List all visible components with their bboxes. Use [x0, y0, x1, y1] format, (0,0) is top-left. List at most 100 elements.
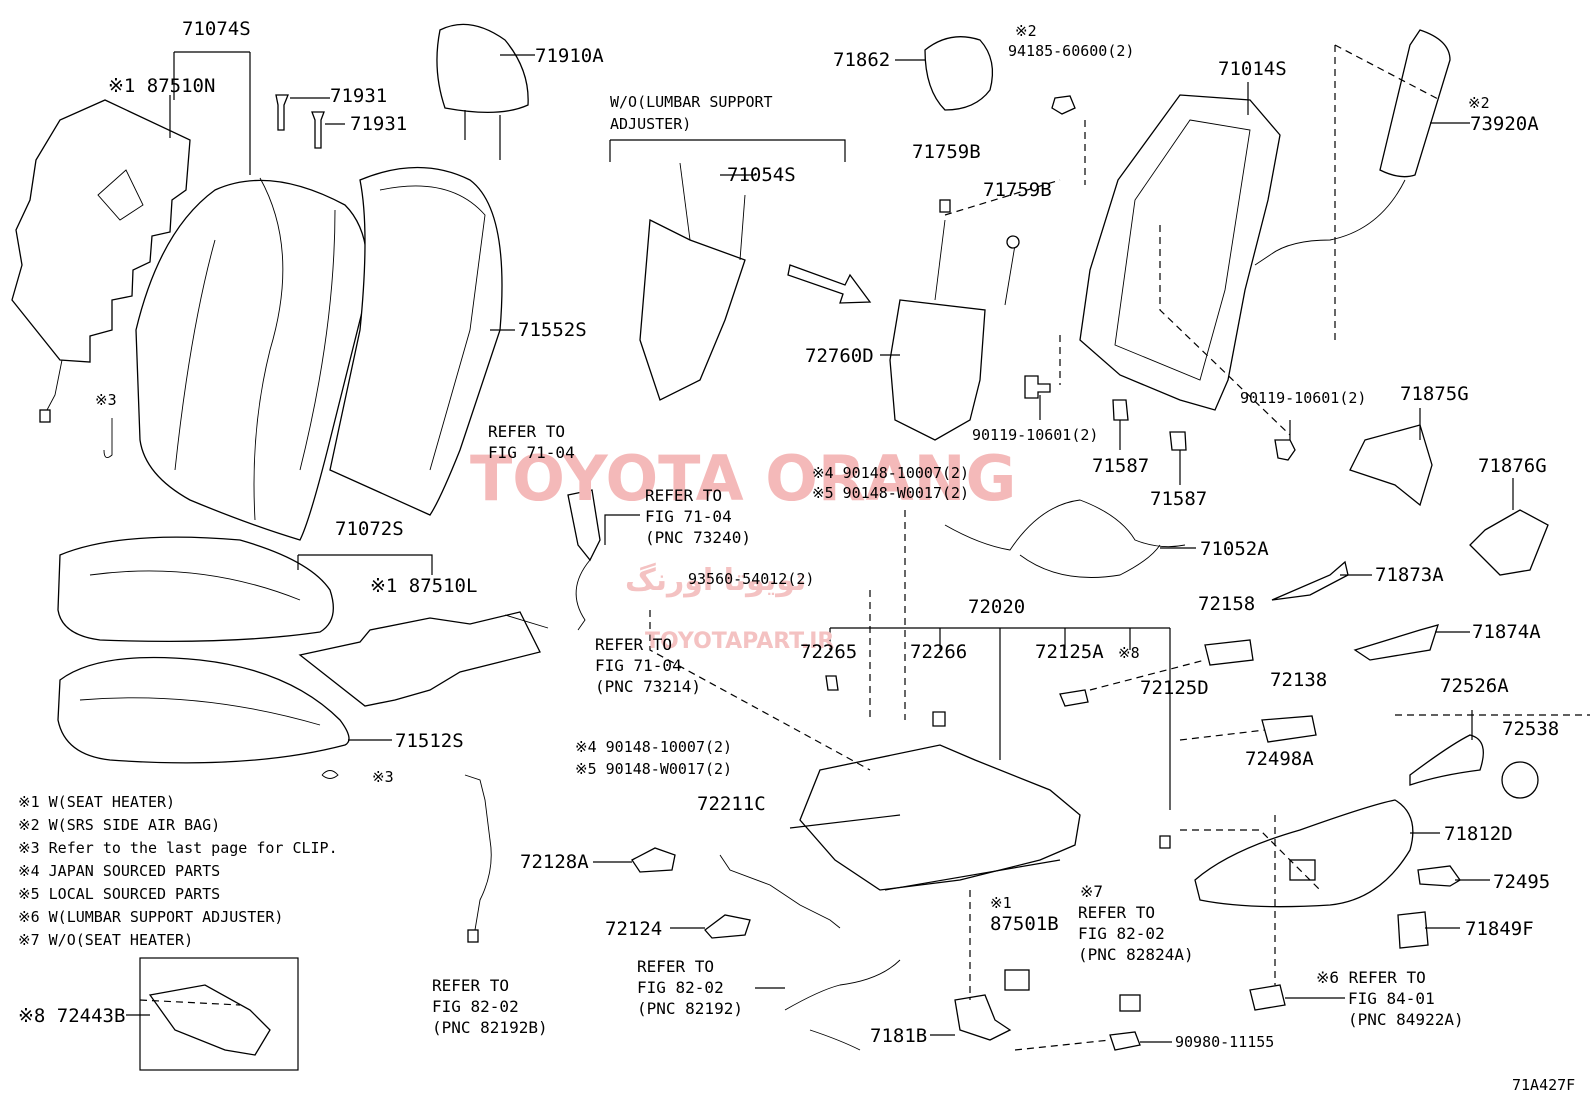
ref4-line3: (PNC 82192B) — [432, 1018, 548, 1037]
diagram-id: 71A427F — [1512, 1076, 1575, 1094]
seat-cushion-cover-seam — [89, 570, 301, 601]
ref6-line3: FIG 82-02 — [1078, 924, 1165, 943]
seat-adjuster-drawing — [799, 744, 1081, 891]
label-72526A: 72526A — [1440, 675, 1509, 697]
ref6-line1: ※7 — [1080, 882, 1103, 901]
ref3-line2: FIG 71-04 — [595, 656, 682, 675]
cover-72158-drawing — [1204, 639, 1254, 666]
label-71552S: 71552S — [518, 319, 587, 341]
inset-part-drawing — [148, 984, 271, 1056]
legend-5: ※5 LOCAL SOURCED PARTS — [18, 885, 220, 903]
legend-1: ※1 W(SEAT HEATER) — [18, 793, 175, 811]
assembly-dash-7 — [1089, 659, 1266, 741]
headrest-drawing — [436, 23, 529, 113]
ref1-line1: REFER TO — [488, 422, 565, 441]
seat-cushion-heater-drawing — [298, 611, 541, 707]
assembly-dash-8 — [1180, 714, 1590, 891]
ref1-line2: FIG 71-04 — [488, 443, 575, 462]
assembly-dash-11 — [139, 999, 241, 1006]
clip-72266-drawing — [932, 711, 946, 727]
seat-adjuster-rail-1 — [789, 814, 901, 829]
label-87510L: ※1 87510L — [370, 575, 477, 597]
ref4-line2: FIG 82-02 — [432, 997, 519, 1016]
assembly-dash-5 — [649, 590, 871, 771]
watermark-persian: تویوتا اورنگ — [625, 562, 806, 598]
label-71054S: 71054S — [727, 164, 796, 186]
label-73920A: 73920A — [1470, 113, 1539, 135]
marker-m4-bottom: ※4 90148-10007(2) — [575, 738, 732, 756]
seat-back-cover-seam-3 — [299, 209, 336, 471]
cover-72138-drawing — [1261, 715, 1317, 743]
seat-cushion-cover-drawing — [57, 536, 334, 643]
ref5-line1: REFER TO — [637, 957, 714, 976]
ref7-line2: FIG 84-01 — [1348, 989, 1435, 1008]
lumbar-group-line2: ADJUSTER) — [610, 115, 691, 133]
label-71759B-a: 71759B — [912, 141, 981, 163]
seat-back-cover-drawing — [135, 179, 369, 541]
cover-72124-drawing — [704, 914, 751, 939]
label-71587-a: 71587 — [1092, 455, 1149, 477]
heater-mat-connector — [39, 409, 51, 423]
marker-m2-94185: ※2 — [1015, 22, 1037, 40]
label-71812D: 71812D — [1444, 823, 1513, 845]
marker-m2-73920A: ※2 — [1468, 94, 1490, 112]
ref4-line1: REFER TO — [432, 976, 509, 995]
bolt-90119-b-drawing — [1274, 439, 1296, 461]
clip-72125A-drawing — [1059, 689, 1089, 707]
label-71849F: 71849F — [1465, 918, 1534, 940]
ref3-line1: REFER TO — [595, 635, 672, 654]
lumbar-adjuster-wire-2 — [1004, 244, 1016, 306]
ref5-line2: FIG 82-02 — [637, 978, 724, 997]
label-72211C: 72211C — [697, 793, 766, 815]
clip-72265-drawing — [825, 675, 839, 691]
label-90119-b: 90119-10601(2) — [1240, 389, 1366, 407]
cover-71849F-drawing — [1397, 911, 1429, 949]
harness-82192-drawing — [784, 959, 901, 1051]
leader-71074S — [173, 51, 251, 175]
ref7-line3: (PNC 84922A) — [1348, 1010, 1464, 1029]
cover-71874A-drawing — [1353, 624, 1439, 661]
nut-94185-drawing — [1051, 95, 1076, 115]
marker-m8-72125D: ※8 — [1118, 644, 1140, 662]
shield-opening — [1289, 859, 1316, 881]
clip-72125D-drawing — [1159, 835, 1171, 849]
label-72128A: 72128A — [520, 851, 589, 873]
label-71862: 71862 — [833, 49, 890, 71]
bolt-90119-a-drawing — [1024, 375, 1051, 399]
seat-back-heater-mat-drawing — [11, 99, 191, 363]
lumbar-wire-2 — [739, 194, 746, 261]
label-72138: 72138 — [1270, 669, 1327, 691]
heater-block-87501B — [1004, 969, 1030, 991]
seat-back-cover-seam-2 — [174, 239, 216, 471]
seat-back-frame-inner — [1114, 119, 1251, 381]
marker-m4-top: ※4 90148-10007(2) — [812, 464, 969, 482]
ref3-line3: (PNC 73214) — [595, 677, 701, 696]
label-72443B: ※8 72443B — [18, 1005, 125, 1027]
cover-90980-drawing — [1109, 1031, 1141, 1051]
ref6-line2: REFER TO — [1078, 903, 1155, 922]
label-72266: 72266 — [910, 641, 967, 663]
leader-71072S — [297, 554, 433, 575]
label-72538: 72538 — [1502, 718, 1559, 740]
block-82824A — [1119, 994, 1141, 1012]
seat-back-frame-drawing — [1079, 94, 1281, 411]
ref2-leader — [604, 514, 640, 545]
label-7181B: 7181B — [870, 1025, 927, 1047]
label-71014S: 71014S — [1218, 58, 1287, 80]
label-71759B-b: 71759B — [983, 179, 1052, 201]
leader-72020 — [829, 627, 1171, 810]
ref2-line2: FIG 71-04 — [645, 507, 732, 526]
bracket-7181B-drawing — [954, 994, 1012, 1041]
harness-connector — [467, 929, 479, 943]
legend-4: ※4 JAPAN SOURCED PARTS — [18, 862, 220, 880]
label-71072S: 71072S — [335, 518, 404, 540]
belt-wire — [575, 559, 591, 631]
lumbar-adjuster-drawing — [889, 299, 986, 441]
ref7-line1: ※6 REFER TO — [1316, 968, 1426, 987]
cover-72128A-drawing — [631, 847, 676, 873]
label-71874A: 71874A — [1472, 621, 1541, 643]
label-71910A: 71910A — [535, 45, 604, 67]
label-72125D: 72125D — [1140, 677, 1209, 699]
ref2-line3: (PNC 73240) — [645, 528, 751, 547]
